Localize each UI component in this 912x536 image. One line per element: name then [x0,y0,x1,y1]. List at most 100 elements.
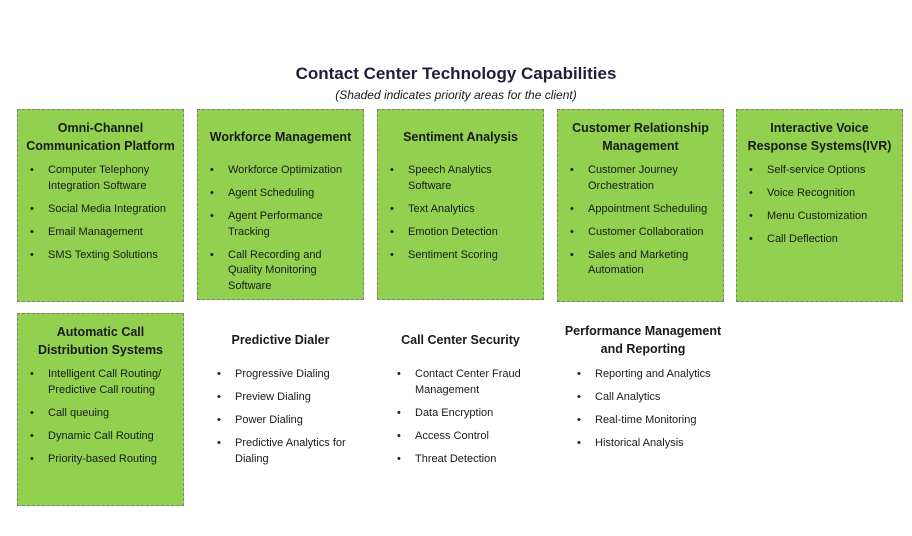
bullet-icon: • [210,210,214,222]
capability-item: • Reporting and Analytics [575,367,723,383]
capability-item: •Threat Detection [395,452,538,468]
capability-item: •Progressive Dialing [215,367,358,383]
bullet-icon: • [30,225,34,238]
bullet-icon: • [397,429,401,442]
capability-item-label: Historical Analysis [595,437,684,449]
card-title: Sentiment Analysis [403,130,518,144]
capability-item: •Call queuing [28,406,177,422]
capability-item-label: Threat Detection [415,452,497,465]
bullet-icon: • [577,414,581,426]
bullet-icon: • [210,164,214,176]
bullet-icon: • [570,202,574,215]
capability-list: • Workforce Optimization • Agent Scheduling… [204,163,357,294]
capability-item-label: Appointment Scheduling [588,202,708,215]
capability-item-label: Menu Customization [767,210,868,222]
card-title: Call Center Security [401,333,520,347]
capability-item: • Text Analytics [388,202,537,218]
capability-item: •Email Management [28,225,177,241]
capability-item: •Data Encryption [395,406,538,422]
capability-item-label: Reporting and Analytics [595,368,711,380]
capability-item: • Historical Analysis [575,436,723,452]
page-subtitle: (Shaded indicates priority areas for the… [335,88,577,102]
capability-item: •Predictive Analytics for Dialing [215,436,358,467]
capability-item: • Workforce Optimization [208,163,357,179]
capability-item: • Menu Customization [747,209,896,225]
capability-item: • Agent Scheduling [208,186,357,202]
capability-item-label: Call Recording and Quality Monitoring So… [228,248,322,292]
capability-item: • Customer Journey Orchestration [568,163,717,194]
capability-item-label: SMS Texting Solutions [48,248,158,261]
capability-item-label: Priority-based Routing [48,452,157,465]
capability-item: •Dynamic Call Routing [28,429,177,445]
capability-card: Performance Management and Reporting • Rep… [557,313,729,493]
capability-list: •Progressive Dialing • Preview Dialing •Pow… [203,367,358,467]
capability-item-label: Workforce Optimization [228,164,343,176]
bullet-icon: • [749,164,753,176]
bullet-icon: • [30,452,34,465]
capability-list: •Computer Telephony Integration Software… [24,163,177,263]
capability-item: •Power Dialing [215,413,358,429]
capability-item: • SMS Texting Solutions [28,248,177,264]
capability-item-label: Emotion Detection [408,225,498,238]
capability-item-label: Call queuing [48,406,110,419]
capability-item: • Real-time Monitoring [575,413,723,429]
capability-card: Predictive Dialer•Progressive Dialing•Pr… [197,313,364,493]
capability-item: •Sales and Marketing Automation [568,248,717,279]
capability-item: •Computer Telephony Integration Software [28,163,177,194]
capability-card: Automatic Call Distribution Systems•Inte… [17,313,184,506]
bullet-icon: • [577,368,581,380]
capability-item: • Sentiment Scoring [388,248,537,264]
capability-card: Customer Relationship Management • Custome… [557,109,724,302]
bullet-icon: • [749,187,753,199]
capability-item-label: Customer Journey Orchestration [588,164,678,192]
bullet-icon: • [570,164,574,176]
capability-card: Sentiment Analysis•Speech Analytics Soft… [377,109,544,300]
capability-item: • Priority-based Routing [28,452,177,468]
capability-item-label: Preview Dialing [235,391,311,403]
capability-item-label: Real-time Monitoring [595,414,697,426]
bullet-icon: • [217,391,221,403]
bullet-icon: • [217,414,221,426]
bullet-icon: • [749,210,753,222]
capability-item: • Social Media Integration [28,202,177,218]
bullet-icon: • [30,248,34,261]
capability-item-label: Customer Collaboration [588,225,704,238]
bullet-icon: • [30,164,34,176]
bullet-icon: • [570,248,574,261]
capability-item-label: Call Analytics [595,391,661,403]
capability-card: Workforce Management • Workforce Optimizat… [197,109,364,300]
capability-card: Interactive Voice Response Systems(IVR) •… [736,109,903,302]
capability-item-label: Sentiment Scoring [408,248,498,261]
bullet-icon: • [390,248,394,261]
bullet-icon: • [30,202,34,215]
capability-item-label: Voice Recognition [767,187,856,199]
page-title: Contact Center Technology Capabilities [295,64,617,83]
capability-item: •Emotion Detection [388,225,537,241]
card-title: Interactive Voice Response Systems(IVR) [747,121,892,153]
capability-item-label: Dynamic Call Routing [48,429,154,442]
capability-item-label: Self-service Options [767,164,866,176]
card-title: Customer Relationship Management [572,121,709,153]
bullet-icon: • [390,202,394,215]
card-title: Workforce Management [209,130,352,144]
capability-item-label: Text Analytics [408,202,475,215]
capability-list: • Self-service Options • Voice Recognition •… [743,163,896,248]
capability-item-label: Access Control [415,429,489,442]
capability-item: • Customer Collaboration [568,225,717,241]
bullet-icon: • [570,225,574,238]
capability-item-label: Social Media Integration [48,202,167,215]
capability-item-label: Agent Scheduling [228,187,315,199]
bullet-icon: • [217,437,221,449]
capability-list: •Intelligent Call Routing/ Predictive Ca… [24,367,177,467]
bullet-icon: • [210,187,214,199]
capability-item: •Agent Performance Tracking [208,209,357,240]
bullet-icon: • [577,437,581,449]
bullet-icon: • [577,391,581,403]
capability-item: •Contact Center Fraud Management [395,367,538,398]
bullet-icon: • [210,248,214,261]
card-title: Performance Management and Reporting [564,324,722,356]
bullet-icon: • [749,233,753,245]
bullet-icon: • [397,406,401,419]
capability-item: • Preview Dialing [215,390,358,406]
capability-item: • Self-service Options [747,163,896,179]
